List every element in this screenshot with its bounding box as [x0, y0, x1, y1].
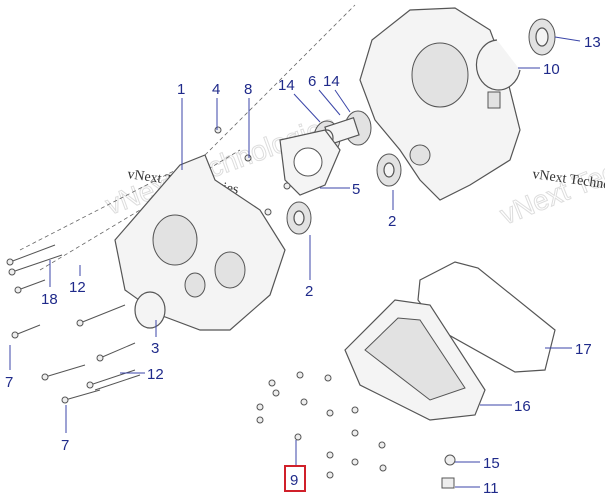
bearing-center — [293, 210, 305, 226]
bolt-head — [351, 406, 359, 414]
bolt-head — [6, 258, 14, 266]
bolt-head — [256, 416, 264, 424]
bolt-head — [214, 126, 222, 134]
bolt-head — [86, 381, 94, 389]
bolt-head — [11, 331, 19, 339]
callout-17[interactable]: 17 — [575, 341, 592, 358]
oil-pan-inner — [364, 317, 466, 401]
bolt-head — [272, 389, 280, 397]
gasket-hole — [293, 147, 323, 177]
bolt-head — [324, 374, 332, 382]
callout-16[interactable]: 16 — [514, 398, 531, 415]
o-ring — [134, 291, 166, 329]
oil-seal-center — [535, 27, 549, 47]
crankcase-bore — [214, 251, 246, 289]
callout-2[interactable]: 2 — [305, 283, 313, 300]
crankcase-boss — [487, 91, 501, 109]
callout-1[interactable]: 1 — [177, 81, 185, 98]
bolt-head — [264, 208, 272, 216]
callout-13[interactable]: 13 — [584, 34, 601, 51]
crankcase-bore — [152, 214, 198, 266]
callout-7[interactable]: 7 — [5, 374, 13, 391]
bolt-head — [256, 403, 264, 411]
bolt-head — [244, 154, 252, 162]
bolt-head — [96, 354, 104, 362]
callout-6[interactable]: 6 — [308, 73, 316, 90]
bolt-head — [326, 451, 334, 459]
bolt-head — [294, 433, 302, 441]
highlight-box — [284, 465, 306, 492]
snap-ring — [475, 39, 521, 91]
bolt-head — [326, 471, 334, 479]
bolt-head — [76, 319, 84, 327]
bolt-head — [379, 464, 387, 472]
callout-12[interactable]: 12 — [69, 279, 86, 296]
drain-washer — [444, 454, 456, 466]
callout-7[interactable]: 7 — [61, 437, 69, 454]
long-bolts — [6, 244, 141, 404]
bolt-shafts — [9, 244, 141, 401]
bolt-head — [351, 429, 359, 437]
crankcase-bore — [184, 272, 206, 298]
callout-12[interactable]: 12 — [147, 366, 164, 383]
callout-18[interactable]: 18 — [41, 291, 58, 308]
bolt-head — [283, 182, 291, 190]
callout-4[interactable]: 4 — [212, 81, 220, 98]
callout-10[interactable]: 10 — [543, 61, 560, 78]
bolt-head — [14, 286, 22, 294]
bolt-head — [41, 373, 49, 381]
bearing-center — [383, 162, 395, 178]
drain-plug — [441, 477, 455, 489]
small-bolts — [214, 126, 456, 489]
crankcase-port — [409, 144, 431, 166]
callout-5[interactable]: 5 — [352, 181, 360, 198]
crankcase-bore — [411, 42, 469, 108]
bolt-head — [8, 268, 16, 276]
callout-2[interactable]: 2 — [388, 213, 396, 230]
bolt-head — [296, 371, 304, 379]
bolt-head — [61, 396, 69, 404]
leader-lines — [9, 36, 581, 488]
assembly-guide-line — [19, 4, 356, 271]
callout-9[interactable]: 9 — [290, 472, 298, 489]
callout-14[interactable]: 14 — [278, 77, 295, 94]
callout-11[interactable]: 11 — [483, 480, 499, 496]
callout-14[interactable]: 14 — [323, 73, 340, 90]
bolt-head — [326, 409, 334, 417]
bolt-head — [300, 398, 308, 406]
bolt-head — [351, 458, 359, 466]
callout-8[interactable]: 8 — [244, 81, 252, 98]
callout-3[interactable]: 3 — [151, 340, 159, 357]
bolt-head — [378, 441, 386, 449]
bolt-head — [268, 379, 276, 387]
callout-15[interactable]: 15 — [483, 455, 500, 472]
